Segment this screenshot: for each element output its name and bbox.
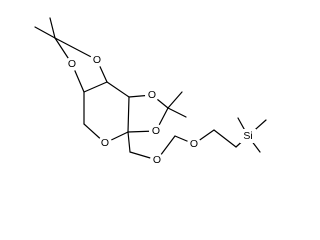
atom-o-left-ring-2: O: [93, 54, 101, 66]
pyranose-ring: [83, 81, 130, 144]
atom-o-left-ring-1: O: [68, 58, 76, 70]
atom-o-right-ring-1: O: [148, 89, 156, 101]
atom-o-ring: O: [101, 137, 109, 149]
atom-o-right-ring-2: O: [152, 125, 160, 137]
atom-o-chain-2: O: [190, 138, 198, 150]
atom-si: Si: [243, 130, 252, 142]
atom-o-chain-1: O: [153, 154, 161, 166]
chemical-structure: O O O O O O O Si: [34, 17, 267, 167]
atom-labels: O O O O O O O Si: [65, 53, 256, 167]
